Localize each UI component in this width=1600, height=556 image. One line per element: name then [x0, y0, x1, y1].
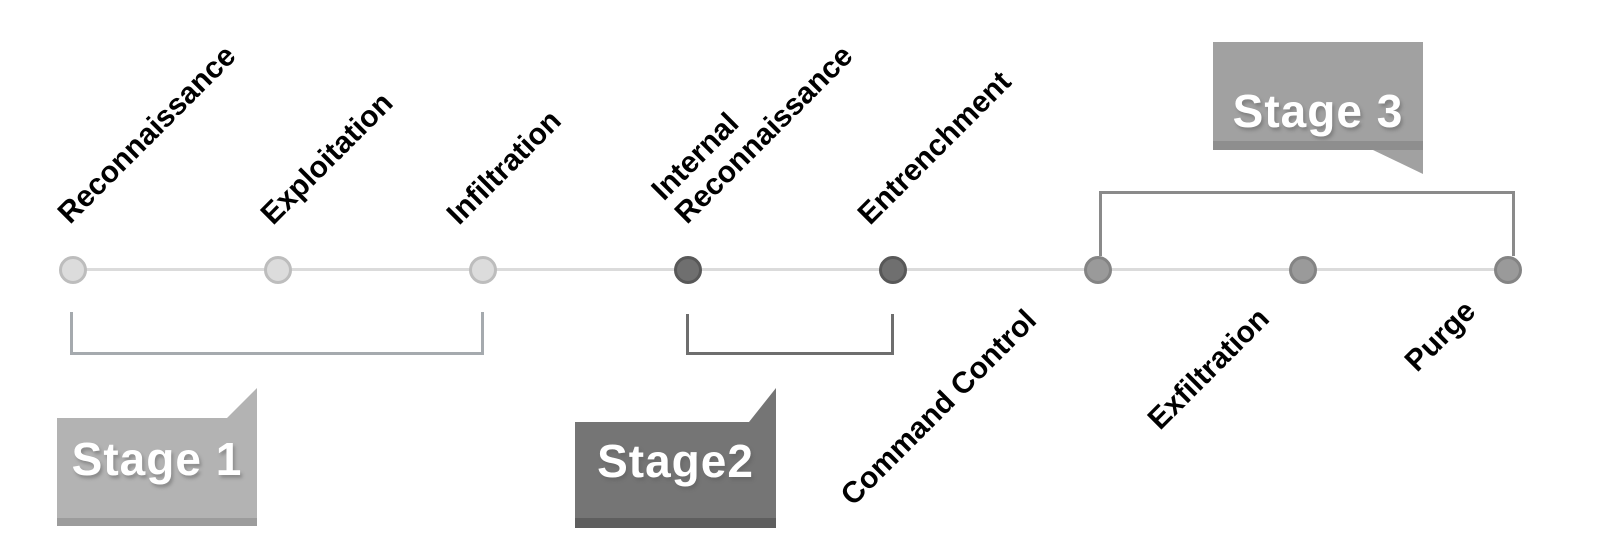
milestone-label-infiltration: Infiltration	[440, 103, 568, 231]
stage-3-badge-tail	[1373, 150, 1423, 174]
stage-1-badge-tail	[227, 388, 257, 418]
milestone-label-entrenchment: Entrenchment	[851, 65, 1018, 231]
stage-3-badge: Stage 3	[1213, 42, 1423, 174]
stage-1-badge-shadow-strip	[57, 518, 257, 526]
stage-3-badge-label: Stage 3	[1232, 85, 1404, 137]
stage-2-badge: Stage2	[575, 388, 776, 528]
milestone-dot-reconnaissance	[59, 256, 87, 284]
stage-2-badge-tail	[749, 388, 776, 422]
stage-1-bracket	[70, 312, 484, 355]
milestone-label-exfiltration: Exfiltration	[1141, 301, 1276, 436]
milestone-dot-entrenchment	[879, 256, 907, 284]
milestone-dot-exploitation	[264, 256, 292, 284]
milestone-dot-exfiltration	[1289, 256, 1317, 284]
milestone-dot-purge	[1494, 256, 1522, 284]
milestone-label-purge: Purge	[1398, 294, 1483, 378]
stage-3-badge-shadow-strip	[1213, 141, 1423, 150]
milestone-dot-internal-reconnaissance	[674, 256, 702, 284]
milestone-label-exploitation: Exploitation	[254, 86, 400, 231]
stage-1-badge: Stage 1	[57, 388, 257, 526]
stage-2-badge-label: Stage2	[597, 435, 754, 487]
milestone-label-internal-reconnaissance: Internal Reconnaissance	[645, 16, 859, 230]
stage-2-badge-shadow-strip	[575, 518, 776, 528]
stage-3-bracket	[1099, 191, 1515, 256]
stage-1-badge-label: Stage 1	[71, 433, 243, 485]
milestone-dot-infiltration	[469, 256, 497, 284]
timeline-line	[73, 268, 1508, 271]
stage-2-bracket	[686, 314, 894, 355]
milestone-dot-command-control	[1084, 256, 1112, 284]
milestone-label-reconnaissance: Reconnaissance	[51, 39, 243, 231]
